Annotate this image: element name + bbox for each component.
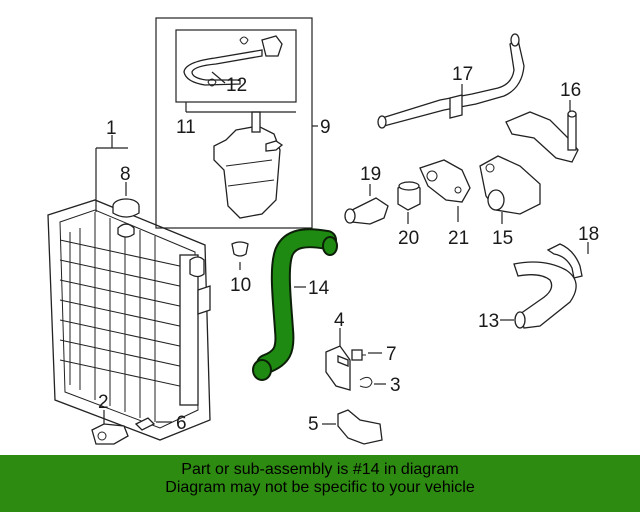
- clamp-3[interactable]: [359, 376, 373, 388]
- callout-18: 18: [578, 224, 599, 245]
- hose-13[interactable]: [513, 261, 577, 329]
- callout-7: 7: [386, 344, 397, 365]
- drain-plug[interactable]: [134, 417, 156, 431]
- hose-group-box: [175, 29, 297, 103]
- thermostat[interactable]: [397, 181, 421, 211]
- callout-13: 13: [478, 311, 499, 332]
- callout-5: 5: [308, 414, 319, 435]
- banner-line-1: Part or sub-assembly is #14 in diagram: [181, 461, 459, 478]
- callout-4: 4: [334, 310, 345, 331]
- callout-1: 1: [106, 118, 117, 139]
- callout-3: 3: [390, 375, 401, 396]
- callout-14: 14: [308, 278, 330, 299]
- callout-19: 19: [360, 164, 381, 185]
- callout-20: 20: [398, 228, 419, 249]
- reservoir-group-box: [155, 17, 313, 229]
- water-pipe[interactable]: [377, 33, 525, 129]
- callout-12: 12: [226, 75, 247, 96]
- callout-15: 15: [492, 228, 513, 249]
- thermostat-housing[interactable]: [479, 155, 541, 215]
- callout-8: 8: [120, 164, 131, 185]
- callout-9: 9: [320, 117, 331, 138]
- callout-17: 17: [452, 64, 473, 85]
- parts-diagram: 1 2 3 4 5 6 7 8 9 10 11 12 13 14 15 16 1…: [47, 17, 599, 445]
- radiator-cap[interactable]: [112, 198, 140, 218]
- radiator-hose-14[interactable]: [252, 228, 338, 381]
- overflow-hose[interactable]: [183, 35, 283, 87]
- bolt-7[interactable]: [351, 349, 366, 361]
- water-outlet[interactable]: [419, 159, 471, 203]
- water-inlet[interactable]: [344, 197, 389, 225]
- callout-21: 21: [448, 228, 469, 249]
- coolant-reservoir[interactable]: [213, 111, 284, 219]
- info-banner: Part or sub-assembly is #14 in diagram D…: [0, 455, 640, 512]
- bracket-5[interactable]: [337, 409, 383, 445]
- banner-line-2: Diagram may not be specific to your vehi…: [165, 479, 475, 496]
- outlet-pipe[interactable]: [505, 110, 579, 163]
- hose-18[interactable]: [546, 243, 583, 279]
- radiator[interactable]: [47, 199, 211, 441]
- callout-2: 2: [98, 392, 109, 413]
- callout-6: 6: [176, 413, 187, 434]
- callout-11: 11: [176, 117, 196, 138]
- reservoir-cap[interactable]: [231, 241, 249, 257]
- lower-mount[interactable]: [91, 423, 129, 445]
- callout-16: 16: [560, 80, 581, 101]
- bracket[interactable]: [325, 345, 351, 391]
- callout-10: 10: [230, 275, 251, 296]
- callout-labels: 1 2 3 4 5 6 7 8 9 10 11 12 13 14 15 16 1…: [98, 64, 599, 435]
- leader-lines: [95, 71, 589, 425]
